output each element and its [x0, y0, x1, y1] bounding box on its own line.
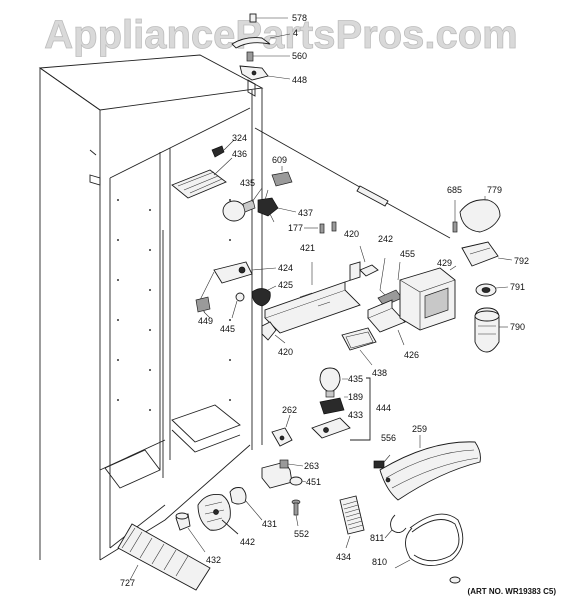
callout-438: 438	[372, 368, 387, 378]
hinge-bracket-263	[261, 459, 307, 489]
bulb-socket-group	[222, 166, 297, 223]
tube-fitting	[356, 185, 389, 207]
callout-435-top: 435	[240, 178, 255, 188]
callout-433: 433	[348, 410, 363, 420]
callout-420-top: 420	[344, 229, 359, 239]
watermark-text: AppliancePartsPros.com	[44, 13, 518, 57]
callout-437: 437	[298, 208, 313, 218]
callout-442: 442	[240, 537, 255, 547]
callout-435-bottom: 435	[348, 374, 363, 384]
callout-445: 445	[220, 324, 235, 334]
callout-262: 262	[282, 405, 297, 415]
callout-560: 560	[292, 51, 307, 61]
callout-448: 448	[292, 75, 307, 85]
screws-177	[304, 221, 337, 234]
callout-425: 425	[278, 280, 293, 290]
callout-792: 792	[514, 256, 529, 266]
callout-451: 451	[306, 477, 321, 487]
callout-242: 242	[378, 234, 393, 244]
callout-420-bottom: 420	[278, 347, 293, 357]
callout-263: 263	[304, 461, 319, 471]
top-hinge-group	[231, 13, 291, 81]
damper-control-group	[367, 257, 457, 346]
callout-189: 189	[348, 392, 363, 402]
callout-810: 810	[372, 557, 387, 567]
callout-779: 779	[487, 185, 502, 195]
callout-431: 431	[262, 519, 277, 529]
callout-811: 811	[370, 533, 384, 543]
part-556	[373, 454, 391, 469]
callout-259: 259	[412, 424, 427, 434]
tubing-coil	[384, 513, 464, 584]
callout-426: 426	[404, 350, 419, 360]
control-bracket-421	[261, 245, 379, 344]
lens-438	[341, 327, 377, 366]
callout-4: 4	[293, 28, 298, 38]
cam-442	[175, 487, 263, 553]
callout-429: 429	[437, 258, 452, 268]
light-housing-436	[171, 139, 235, 199]
shroud-259	[379, 435, 481, 501]
callout-790: 790	[510, 322, 525, 332]
callout-177: 177	[288, 223, 303, 233]
callout-434: 434	[336, 552, 351, 562]
callout-685: 685	[447, 185, 462, 195]
screw-552	[291, 499, 301, 527]
callout-791: 791	[510, 282, 525, 292]
art-number: (ART NO. WR19383 C5)	[468, 587, 557, 596]
callout-609: 609	[272, 155, 287, 165]
callout-labels: 578 4 560 448 324 436 609 435 437 177 42…	[120, 13, 529, 588]
callout-552: 552	[294, 529, 309, 539]
callout-455: 455	[400, 249, 415, 259]
callout-432: 432	[206, 555, 221, 565]
kickplate-727	[117, 523, 211, 591]
callout-449: 449	[198, 316, 213, 326]
callout-324: 324	[232, 133, 247, 143]
grille-434	[339, 495, 365, 549]
callout-556: 556	[381, 433, 396, 443]
callout-578: 578	[292, 13, 307, 23]
callout-421: 421	[300, 243, 315, 253]
callout-424: 424	[278, 263, 293, 273]
callout-436: 436	[232, 149, 247, 159]
callout-727: 727	[120, 578, 135, 588]
refrigerator-case	[38, 54, 264, 561]
callout-444: 444	[376, 403, 391, 413]
light-assembly-444	[311, 367, 371, 441]
clip-262	[271, 414, 293, 447]
right-side-parts	[452, 196, 513, 353]
thermostat-group	[195, 261, 277, 319]
